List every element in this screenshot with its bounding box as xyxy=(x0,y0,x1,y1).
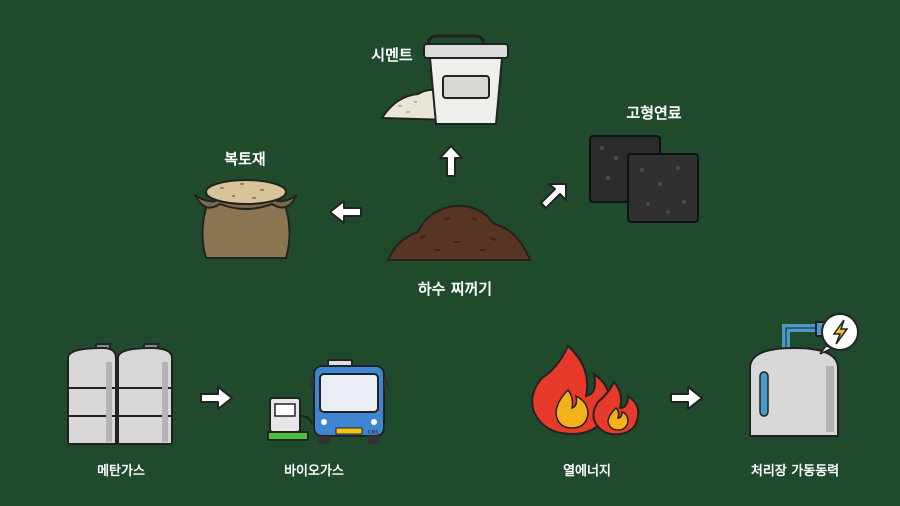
sludge-pile-icon xyxy=(384,198,534,266)
lightning-icon xyxy=(832,319,849,345)
bus-plate: CNS xyxy=(368,430,378,436)
center-label: 하수 찌꺼기 xyxy=(417,280,493,298)
arrow-left-icon xyxy=(328,198,364,226)
heat-energy-label: 열에너지 xyxy=(563,464,611,479)
arrow-right-icon-2 xyxy=(668,384,704,412)
arrow-right-icon xyxy=(198,384,234,412)
power-plant-tank-icon xyxy=(746,310,861,444)
fire-icon xyxy=(528,344,643,439)
plant-power-label: 처리장 가동동력 xyxy=(750,464,840,479)
cement-bucket-icon xyxy=(378,34,513,128)
solid-fuel-blocks-icon xyxy=(588,134,703,226)
arrow-up-right-icon xyxy=(536,180,572,214)
biogas-label: 바이오가스 xyxy=(284,464,344,479)
soil-sack-icon xyxy=(190,174,302,264)
gas-tanks-icon xyxy=(66,343,174,446)
bus-and-charger-icon: CNS xyxy=(266,358,394,444)
cement-label: 시멘트 xyxy=(371,46,413,64)
cover-soil-label: 복토재 xyxy=(224,150,266,168)
methane-label: 메탄가스 xyxy=(97,464,145,479)
solid-fuel-label: 고형연료 xyxy=(626,104,682,122)
arrow-up-icon xyxy=(438,144,464,178)
